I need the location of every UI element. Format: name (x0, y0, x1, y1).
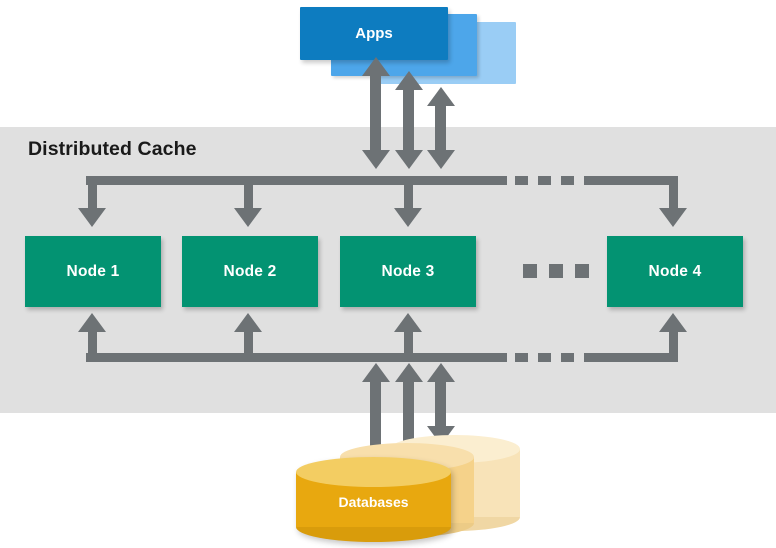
node-label-4: Node 4 (648, 262, 702, 280)
branch-up-node-3 (404, 330, 413, 356)
top-bus-bar-right (594, 176, 678, 185)
node-label-3: Node 3 (381, 262, 435, 280)
ellipsis-dot (575, 264, 589, 278)
apps-arrow-3-head-down (427, 150, 455, 169)
apps-arrow-1-head-up (362, 57, 390, 76)
branch-down-node-3 (404, 176, 413, 213)
branch-up-node-1-head (78, 313, 106, 332)
branch-down-node-2 (244, 176, 253, 213)
ellipsis-dot (549, 264, 563, 278)
apps-arrow-2-shaft (403, 88, 414, 152)
node-box-2[interactable]: Node 2 (182, 236, 318, 307)
apps-arrow-2-head-up (395, 71, 423, 90)
dash-segment (538, 176, 551, 185)
dash-segment (538, 353, 551, 362)
db-arrow-3-head-up (427, 363, 455, 382)
branch-down-node-2-head (234, 208, 262, 227)
nodes-row-ellipsis (523, 264, 589, 278)
node-label-1: Node 1 (66, 262, 120, 280)
apps-label: Apps (355, 25, 393, 42)
dash-segment (515, 353, 528, 362)
branch-down-node-1 (88, 176, 97, 213)
bottom-bus-bar (86, 353, 507, 362)
node-box-3[interactable]: Node 3 (340, 236, 476, 307)
branch-down-node-3-head (394, 208, 422, 227)
db-arrow-2-head-up (395, 363, 423, 382)
apps-arrow-1-shaft (370, 74, 381, 152)
branch-up-node-4 (669, 330, 678, 356)
dash-segment (561, 176, 574, 185)
apps-card-front[interactable] (300, 7, 448, 60)
node-label-2: Node 2 (223, 262, 277, 280)
node-box-4[interactable]: Node 4 (607, 236, 743, 307)
db-arrow-1-shaft (370, 380, 381, 466)
bottom-bus-bar-right (594, 353, 678, 362)
branch-down-node-4 (669, 176, 678, 213)
db-arrow-2-shaft (403, 380, 414, 448)
branch-up-node-1 (88, 330, 97, 356)
ellipsis-dot (523, 264, 537, 278)
node-box-1[interactable]: Node 1 (25, 236, 161, 307)
top-bus-bar (86, 176, 507, 185)
dash-segment (584, 176, 597, 185)
apps-arrow-2-head-down (395, 150, 423, 169)
branch-down-node-1-head (78, 208, 106, 227)
databases-label: Databases (338, 494, 409, 510)
branch-up-node-4-head (659, 313, 687, 332)
dash-segment (584, 353, 597, 362)
apps-arrow-3-head-up (427, 87, 455, 106)
db-arrow-1-head-up (362, 363, 390, 382)
apps-arrow-1-head-down (362, 150, 390, 169)
apps-arrow-3-shaft (435, 104, 446, 152)
branch-up-node-2 (244, 330, 253, 356)
top-bus-dashes (515, 176, 597, 185)
dash-segment (515, 176, 528, 185)
database-cylinder-front[interactable] (296, 457, 451, 542)
bottom-bus-dashes (515, 353, 597, 362)
dash-segment (561, 353, 574, 362)
branch-down-node-4-head (659, 208, 687, 227)
distributed-cache-label: Distributed Cache (28, 138, 197, 160)
branch-up-node-2-head (234, 313, 262, 332)
branch-up-node-3-head (394, 313, 422, 332)
db-arrow-3-shaft (435, 380, 446, 428)
